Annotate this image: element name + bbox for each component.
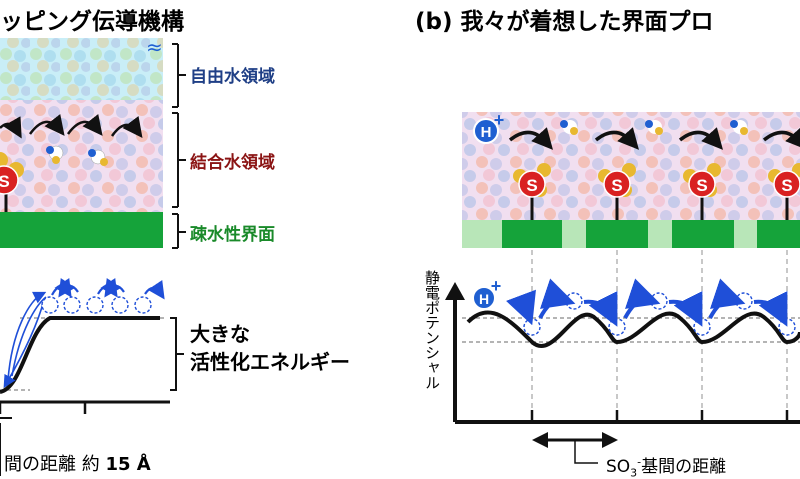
panel-a-distance-value: 15 Å (105, 454, 151, 475)
svg-text:+: + (491, 276, 502, 296)
sulfonate-group-b: S (768, 163, 800, 220)
y-axis-label: 静電ポテンシャル (423, 270, 441, 390)
panel-a-title: ッピング伝導機構 (0, 9, 184, 35)
bound-water-label: 結合水領域 (190, 153, 275, 173)
free-water-label: 自由水領域 (190, 67, 275, 87)
svg-text:S: S (526, 176, 537, 195)
barrier-label-line1: 大きな (190, 322, 250, 346)
sulfonate-group-b: S (513, 163, 551, 220)
wave-symbol: ≈ (146, 35, 163, 59)
svg-text:+: + (494, 110, 505, 130)
svg-text:H: H (479, 291, 489, 307)
proton-b-plot: H + (472, 276, 502, 310)
panel-b-title: (b) 我々が着想した界面プロ (415, 9, 714, 35)
panel-a-schematic: S ≈ (0, 35, 186, 249)
panel-b-distance-rest: 基間の距離 (641, 457, 727, 477)
water-molecule (88, 149, 108, 166)
panel-b-distance-sub: 3 (630, 466, 638, 479)
panel-b-distance-prefix: SO (606, 457, 631, 477)
water-molecule (46, 145, 64, 164)
svg-text:S: S (611, 176, 622, 195)
sulfonate-group-a: S (0, 152, 24, 212)
sulfonate-group-b: S (598, 163, 636, 220)
sulfonate-symbol: S (0, 172, 10, 191)
panel-a-distance-prefix: 間の距離 約 (4, 454, 106, 475)
panel-a-distance-label: 間の距離 約 15 Å (4, 450, 151, 476)
svg-text:S: S (781, 176, 792, 195)
svg-text:H: H (481, 124, 492, 141)
panel-b-distance-label: SO3-基間の距離 (606, 452, 726, 479)
panel-b-potential-plot: H + (445, 250, 800, 464)
panel-a-energy-plot (0, 277, 184, 476)
proton-b-top: H + (473, 110, 505, 144)
sulfonate-group-b: S (683, 163, 721, 220)
region-brackets (172, 43, 186, 249)
hydrophobic-interface-label: 疎水性界面 (190, 225, 275, 245)
hydrophobic-interface-a (0, 212, 163, 248)
panel-b-schematic: H + S S S (462, 110, 800, 248)
barrier-label-line2: 活性化エネルギー (190, 350, 350, 374)
panel-b-distance-sup: - (637, 455, 642, 469)
svg-text:S: S (696, 176, 707, 195)
